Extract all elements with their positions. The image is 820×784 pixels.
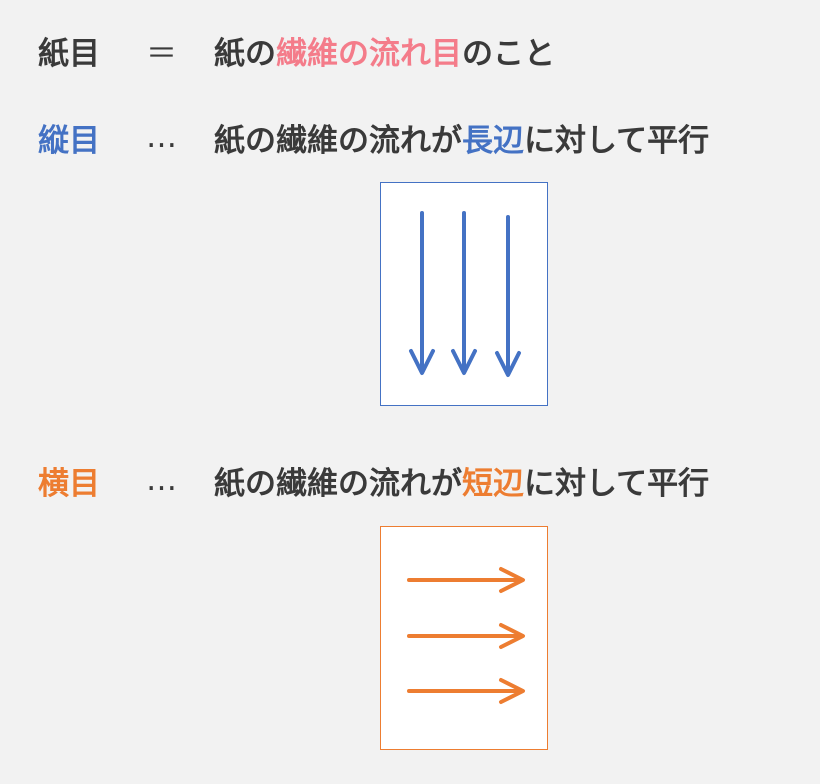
definition-prefix: 紙の [214,35,276,72]
arrow-right-icon [407,678,525,704]
tateme-term: 縦目 [38,122,100,159]
vertical-grain-arrows [409,211,521,377]
tateme-prefix: 紙の繊維の流れが [214,122,462,159]
definition-suffix: のこと [462,35,555,72]
yokome-row: 横目 … 紙の繊維の流れが短辺に対して平行 [38,458,709,503]
definition-row: 紙目 ＝ 紙の繊維の流れ目のこと [38,28,555,73]
tateme-row: 縦目 … 紙の繊維の流れが長辺に対して平行 [38,115,709,160]
arrow-down-icon [495,215,521,377]
yokome-highlight: 短辺 [462,465,524,502]
arrow-down-icon [409,211,435,375]
yokome-term: 横目 [38,465,100,502]
ellipsis: … [146,462,177,498]
definition-highlight: 繊維の流れ目 [276,35,462,72]
tateme-text: 紙の繊維の流れが長辺に対して平行 [214,115,709,160]
equals-sign: ＝ [146,35,177,72]
arrow-right-icon [407,567,525,593]
yokome-text: 紙の繊維の流れが短辺に対して平行 [214,458,709,503]
yokome-paper-diagram [380,526,548,750]
horizontal-grain-arrows [407,567,525,704]
definition-term: 紙目 [38,35,100,72]
tateme-highlight: 長辺 [462,122,524,159]
ellipsis: … [146,119,177,155]
yokome-suffix: に対して平行 [524,465,710,502]
definition-text: 紙の繊維の流れ目のこと [214,28,555,73]
arrow-down-icon [451,211,477,375]
tateme-suffix: に対して平行 [524,122,710,159]
arrow-right-icon [407,623,525,649]
tateme-paper-diagram [380,182,548,406]
yokome-prefix: 紙の繊維の流れが [214,465,462,502]
